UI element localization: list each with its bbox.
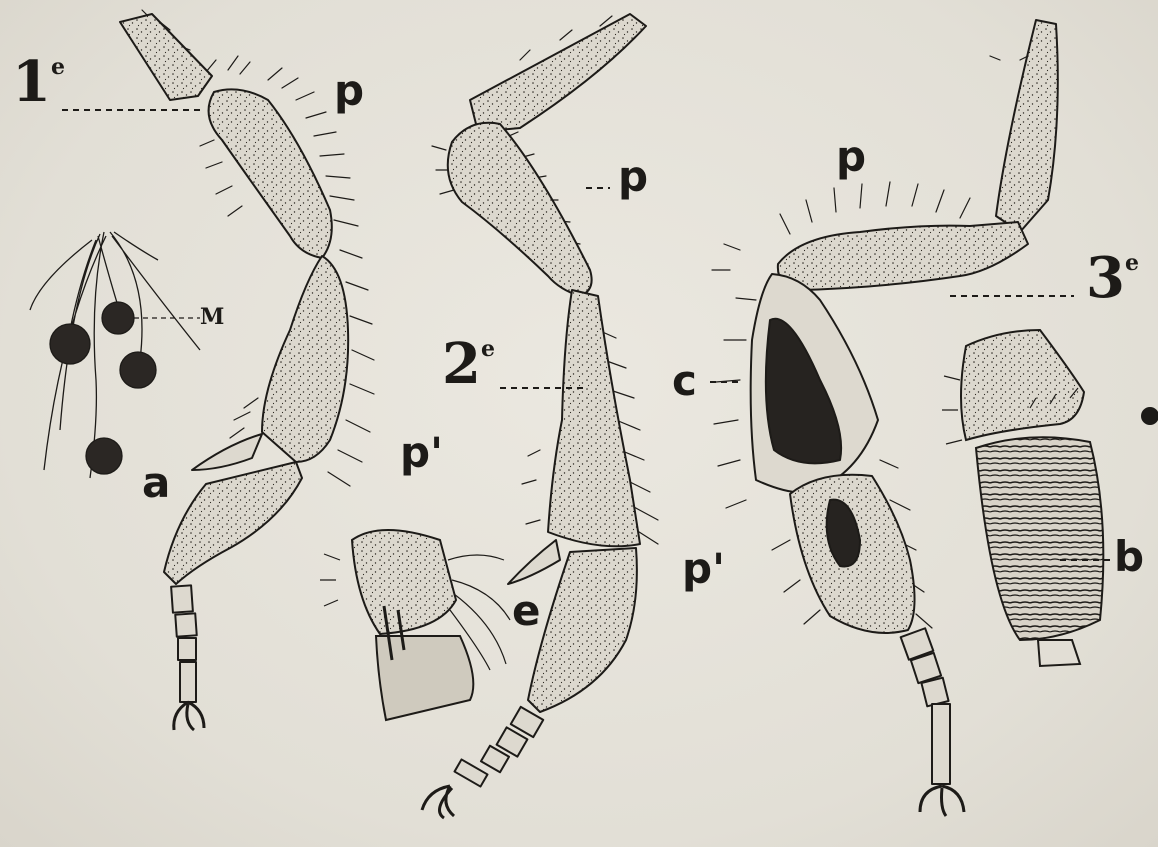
leg-1-spur <box>192 434 262 470</box>
label-e: e <box>512 590 541 632</box>
leg-3-number: 3e <box>1086 250 1139 306</box>
label-pprime-leg-1: p' <box>400 432 443 474</box>
leg-2-femur <box>448 123 592 296</box>
leg-1-number: 1e <box>12 54 65 110</box>
leg-2-metatarsus <box>528 548 637 712</box>
detail-inset-e <box>320 530 510 720</box>
detail-b <box>942 330 1158 666</box>
label-c: c <box>672 360 697 402</box>
leg-1-femur <box>209 89 332 258</box>
leg-1-claw <box>174 702 204 730</box>
label-a: a <box>142 462 170 504</box>
label-M: M <box>200 306 224 328</box>
leg-3-femur <box>778 222 1028 290</box>
leg-1-tibia <box>262 256 348 462</box>
label-p-leg-3: p <box>836 136 866 178</box>
leg-2-tibia <box>548 290 640 546</box>
leg-1-metatarsus <box>164 462 302 584</box>
parasite-eggs <box>30 232 200 478</box>
label-pprime-leg-2: p' <box>682 548 725 590</box>
leg-2-tarsi <box>455 707 544 787</box>
leg-2-number: 2e <box>442 336 495 392</box>
leg-3-claw <box>920 786 964 816</box>
label-p-leg-1: p <box>334 70 364 112</box>
leg-3-upper-segment <box>996 20 1058 232</box>
leg-1 <box>120 10 374 730</box>
label-p-leg-2: p <box>618 156 648 198</box>
leg-2-claw <box>422 786 454 818</box>
leg-3-tarsi <box>901 628 950 784</box>
leg-2-spur <box>508 540 560 584</box>
leg-1-tarsi <box>171 585 197 702</box>
label-b: b <box>1114 536 1144 578</box>
leg-2-coxa <box>470 14 646 132</box>
